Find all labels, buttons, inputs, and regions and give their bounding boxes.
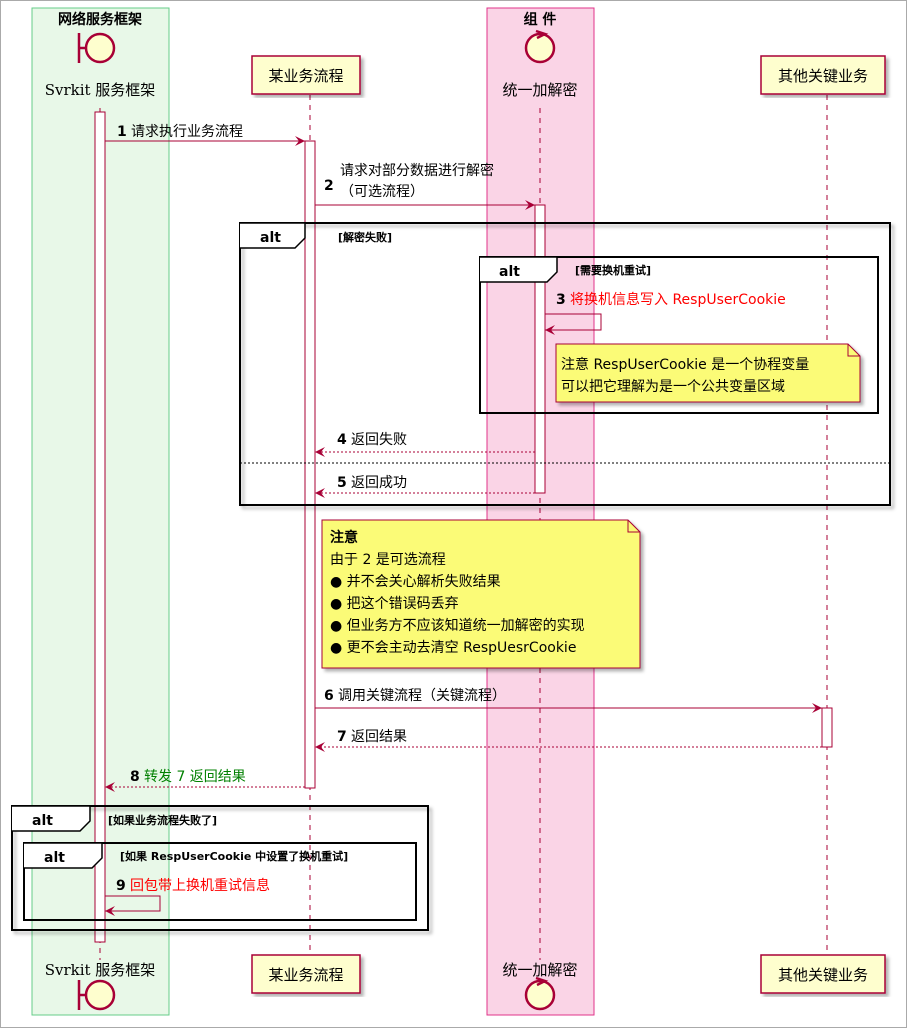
boundary-icon [84, 32, 116, 64]
message-6: 6 调用关键流程（关键流程） [315, 688, 822, 713]
alt-frame-decrypt-failure: alt [解密失败] [239, 222, 891, 506]
participant-flow-label-bottom: 某业务流程 [268, 966, 343, 984]
activation-decrypt [534, 204, 546, 494]
participant-flow-bottom: 某业务流程 [251, 954, 361, 994]
box-component-title: 组 件 [524, 11, 557, 28]
activation-svrkit [94, 111, 106, 943]
note2-line: ● 把这个错误码丢弃 [330, 595, 459, 612]
activations [94, 111, 833, 943]
participant-decrypt-label-top: 统一加解密 [502, 81, 577, 99]
message-9-text: 回包带上换机重试信息 [130, 877, 270, 894]
alt-keyword: alt [44, 850, 65, 866]
message-6-number: 6 [324, 688, 334, 704]
message-5: 5 返回成功 [315, 475, 535, 498]
message-3-text: 将换机信息写入 RespUserCookie [570, 291, 786, 308]
alt-frame-retry-set: alt [如果 RespUserCookie 中设置了换机重试] [23, 842, 417, 921]
message-1-text: 请求执行业务流程 [131, 124, 243, 140]
activation-flow [304, 140, 316, 789]
message-1-number: 1 [117, 124, 127, 140]
note-resp-user-cookie: 注意 RespUserCookie 是一个协程变量 可以把它理解为是一个公共变量… [555, 343, 861, 403]
message-3: 3 将换机信息写入 RespUserCookie [545, 291, 786, 335]
box-network-framework-title: 网络服务框架 [58, 11, 142, 28]
alt-guard-flow-failed: [如果业务流程失败了] [108, 813, 217, 827]
participant-other-label-top: 其他关键业务 [778, 67, 868, 85]
message-6-text: 调用关键流程（关键流程） [338, 688, 506, 704]
participant-flow-label-top: 某业务流程 [268, 67, 343, 85]
participant-decrypt-top: 统一加解密 [502, 29, 578, 99]
alt-keyword: alt [499, 264, 520, 280]
alt-keyword: alt [260, 230, 281, 246]
message-9-number: 9 [116, 878, 126, 894]
note1-line1: 注意 RespUserCookie 是一个协程变量 [561, 356, 809, 373]
alt-keyword: alt [32, 813, 53, 829]
alt-frame-need-retry: alt [需要换机重试] [479, 256, 879, 414]
note2-title: 注意 [330, 529, 358, 546]
message-5-number: 5 [337, 475, 347, 491]
message-4: 4 返回失败 [315, 432, 535, 457]
participant-other-label-bottom: 其他关键业务 [778, 966, 868, 984]
message-2-text-line2: （可选流程） [340, 184, 424, 200]
message-7-text: 返回结果 [351, 729, 407, 745]
message-3-number: 3 [556, 292, 566, 308]
alt-guard-retry-set: [如果 RespUserCookie 中设置了换机重试] [120, 849, 348, 863]
note2-line: 由于 2 是可选流程 [330, 552, 446, 568]
note2-line: ● 并不会关心解析失败结果 [330, 574, 501, 590]
participant-svrkit-top: Svrkit 服务框架 [45, 32, 156, 99]
activation-other [821, 707, 833, 748]
control-icon [524, 32, 556, 64]
participant-svrkit-label-bottom: Svrkit 服务框架 [45, 961, 156, 979]
participant-svrkit-label-top: Svrkit 服务框架 [45, 81, 156, 99]
message-4-number: 4 [337, 432, 347, 448]
alt-guard-need-retry: [需要换机重试] [575, 263, 651, 277]
boundary-icon [84, 979, 116, 1011]
note1-line2: 可以把它理解为是一个公共变量区域 [561, 378, 785, 395]
participant-other-bottom: 其他关键业务 [760, 954, 886, 994]
message-2-number: 2 [324, 178, 334, 194]
message-2: 2 请求对部分数据进行解密 （可选流程） [315, 162, 535, 210]
message-2-text-line1: 请求对部分数据进行解密 [340, 162, 494, 179]
message-8-number: 8 [130, 769, 140, 785]
alt-frame-flow-failed: alt [如果业务流程失败了] [11, 805, 429, 931]
participant-decrypt-label-bottom: 统一加解密 [502, 961, 577, 979]
message-5-text: 返回成功 [351, 475, 407, 491]
message-8: 8 转发 7 返回结果 [105, 769, 305, 792]
alt-guard-decrypt-failure: [解密失败] [338, 230, 392, 244]
message-4-text: 返回失败 [351, 432, 407, 448]
message-7: 7 返回结果 [315, 729, 822, 752]
participant-svrkit-bottom: Svrkit 服务框架 [45, 961, 156, 1011]
control-icon [524, 979, 556, 1011]
message-1: 1 请求执行业务流程 [105, 124, 305, 146]
note2-line: ● 更不会主动去清空 RespUesrCookie [330, 640, 576, 656]
note2-line: ● 但业务方不应该知道统一加解密的实现 [330, 617, 585, 634]
participant-decrypt-bottom: 统一加解密 [502, 961, 578, 1011]
participant-flow-top: 某业务流程 [251, 55, 361, 95]
message-8-text: 转发 7 返回结果 [144, 769, 246, 785]
participant-other-top: 其他关键业务 [760, 55, 886, 95]
message-9: 9 回包带上换机重试信息 [105, 877, 270, 916]
message-7-number: 7 [337, 729, 347, 745]
note-optional-flow: 注意 由于 2 是可选流程 ● 并不会关心解析失败结果 ● 把这个错误码丢弃 ●… [321, 519, 641, 669]
